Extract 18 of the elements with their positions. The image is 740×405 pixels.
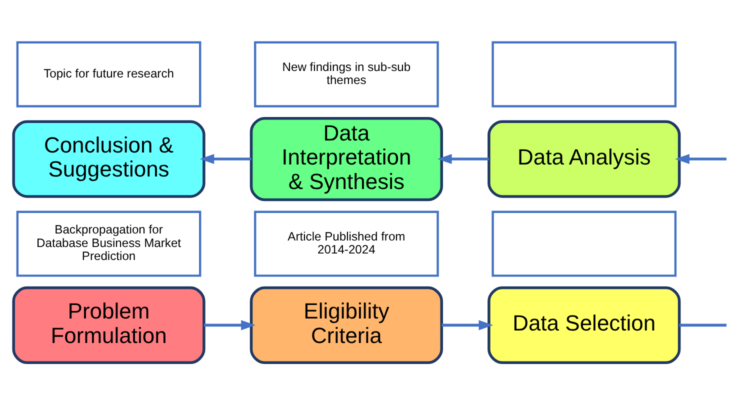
node-box: Conclusion & Suggestions	[12, 120, 205, 198]
node-box	[491, 210, 676, 277]
arrow	[436, 154, 488, 164]
node-box: Topic for future research	[16, 41, 201, 108]
node-box: Problem Formulation	[12, 286, 205, 364]
arrow	[674, 154, 726, 164]
node-box: Data Interpretation & Synthesis	[249, 116, 442, 202]
node-box: Data Selection	[487, 286, 680, 364]
node-box	[491, 41, 676, 108]
node-box: Data Analysis	[487, 120, 680, 198]
arrow	[441, 320, 493, 330]
node-box: Eligibility Criteria	[249, 286, 442, 364]
arrow	[203, 320, 255, 330]
arrow	[199, 154, 251, 164]
connector	[678, 324, 726, 327]
node-box: New findings in sub-sub themes	[254, 41, 438, 108]
node-box: Article Published from 2014-2024	[254, 210, 438, 277]
node-box: Backpropagation for Database Business Market Prediction	[16, 210, 201, 277]
